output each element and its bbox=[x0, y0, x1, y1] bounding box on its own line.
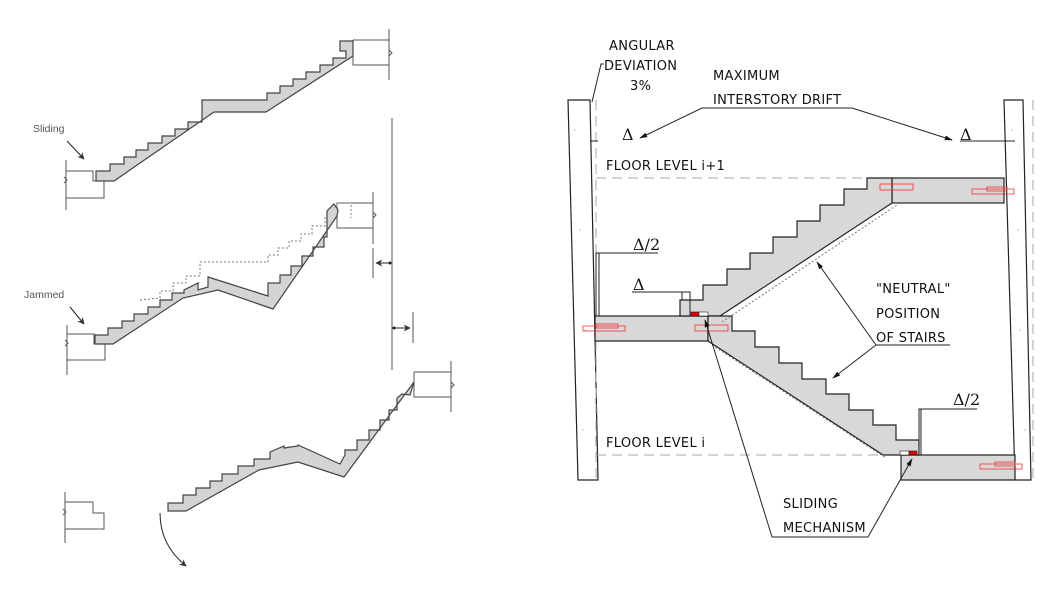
sliding-mechanism-label-1: SLIDING bbox=[783, 497, 838, 512]
angular-deviation-value: 3% bbox=[630, 79, 651, 94]
half-delta-right: Δ/2 bbox=[953, 390, 980, 409]
delta-mid-dim bbox=[632, 291, 691, 316]
right-wall bbox=[1003, 99, 1034, 481]
left-wall bbox=[567, 99, 599, 481]
mid-landing bbox=[594, 315, 709, 342]
delta-top-left: Δ bbox=[622, 125, 634, 144]
neutral-upper-line bbox=[721, 204, 898, 323]
upper-landing-slab-1 bbox=[352, 29, 390, 80]
upper-landing-slab-3 bbox=[413, 361, 452, 412]
sliding-pad-upper bbox=[690, 311, 700, 317]
floor-level-lower-label: FLOOR LEVEL i bbox=[606, 436, 705, 451]
lower-landing-slab-2 bbox=[66, 325, 106, 375]
jammed-stair-flight bbox=[94, 203, 339, 345]
drift-leader-left bbox=[639, 107, 852, 139]
right-figure: ANGULAR DEVIATION 3% MAXIMUM INTERSTORY … bbox=[567, 39, 1034, 538]
sliding-leader-lower bbox=[772, 458, 913, 538]
neutral-lower-line bbox=[711, 344, 887, 459]
lower-landing-slab-1 bbox=[65, 160, 105, 210]
left-figure: Sliding Jammed bbox=[24, 29, 455, 567]
upper-landing bbox=[891, 177, 1005, 204]
sliding-panel: Sliding bbox=[33, 29, 393, 210]
neutral-leader-up bbox=[816, 261, 877, 346]
half-delta-right-dim bbox=[918, 408, 977, 455]
sliding-label: Sliding bbox=[33, 123, 65, 135]
sliding-arrow bbox=[66, 140, 85, 160]
neutral-label-2: POSITION bbox=[876, 307, 940, 322]
falling-arrow bbox=[159, 512, 187, 567]
sliding-leader-upper bbox=[704, 319, 773, 538]
lower-landing-slab-3 bbox=[64, 492, 105, 543]
drift-label-2: INTERSTORY DRIFT bbox=[713, 93, 841, 108]
neutral-leader-down bbox=[832, 344, 877, 379]
sliding-mechanism-label-2: MECHANISM bbox=[783, 521, 866, 536]
sliding-stair-flight bbox=[95, 40, 354, 182]
neutral-label-1: "NEUTRAL" bbox=[876, 282, 951, 297]
angular-deviation-label-2: DEVIATION bbox=[604, 59, 677, 74]
floor-level-upper-label: FLOOR LEVEL i+1 bbox=[606, 159, 725, 174]
drift-label-1: MAXIMUM bbox=[713, 69, 780, 84]
lower-landing bbox=[900, 454, 1016, 481]
displacement-indicators bbox=[372, 118, 414, 370]
angular-deviation-leader bbox=[591, 63, 604, 103]
unseated-stair-flight bbox=[167, 381, 415, 512]
drift-leader-right bbox=[851, 107, 953, 141]
neutral-label-3: OF STAIRS bbox=[876, 331, 946, 346]
half-delta-left-dim bbox=[595, 252, 658, 316]
half-delta-left: Δ/2 bbox=[633, 235, 660, 254]
upper-stair-flight bbox=[679, 177, 893, 317]
delta-top-right: Δ bbox=[960, 125, 972, 144]
upper-landing-slab-2 bbox=[336, 192, 374, 244]
unseated-panel bbox=[62, 361, 455, 567]
anchor-bolts bbox=[582, 183, 1023, 470]
jammed-label: Jammed bbox=[24, 289, 64, 301]
original-stair-outline bbox=[139, 202, 352, 301]
jammed-panel: Jammed bbox=[24, 192, 377, 375]
delta-mid: Δ bbox=[633, 275, 645, 294]
angular-deviation-label-1: ANGULAR bbox=[609, 39, 675, 54]
sliding-pad-lower bbox=[908, 450, 918, 456]
jammed-arrow bbox=[69, 306, 85, 325]
